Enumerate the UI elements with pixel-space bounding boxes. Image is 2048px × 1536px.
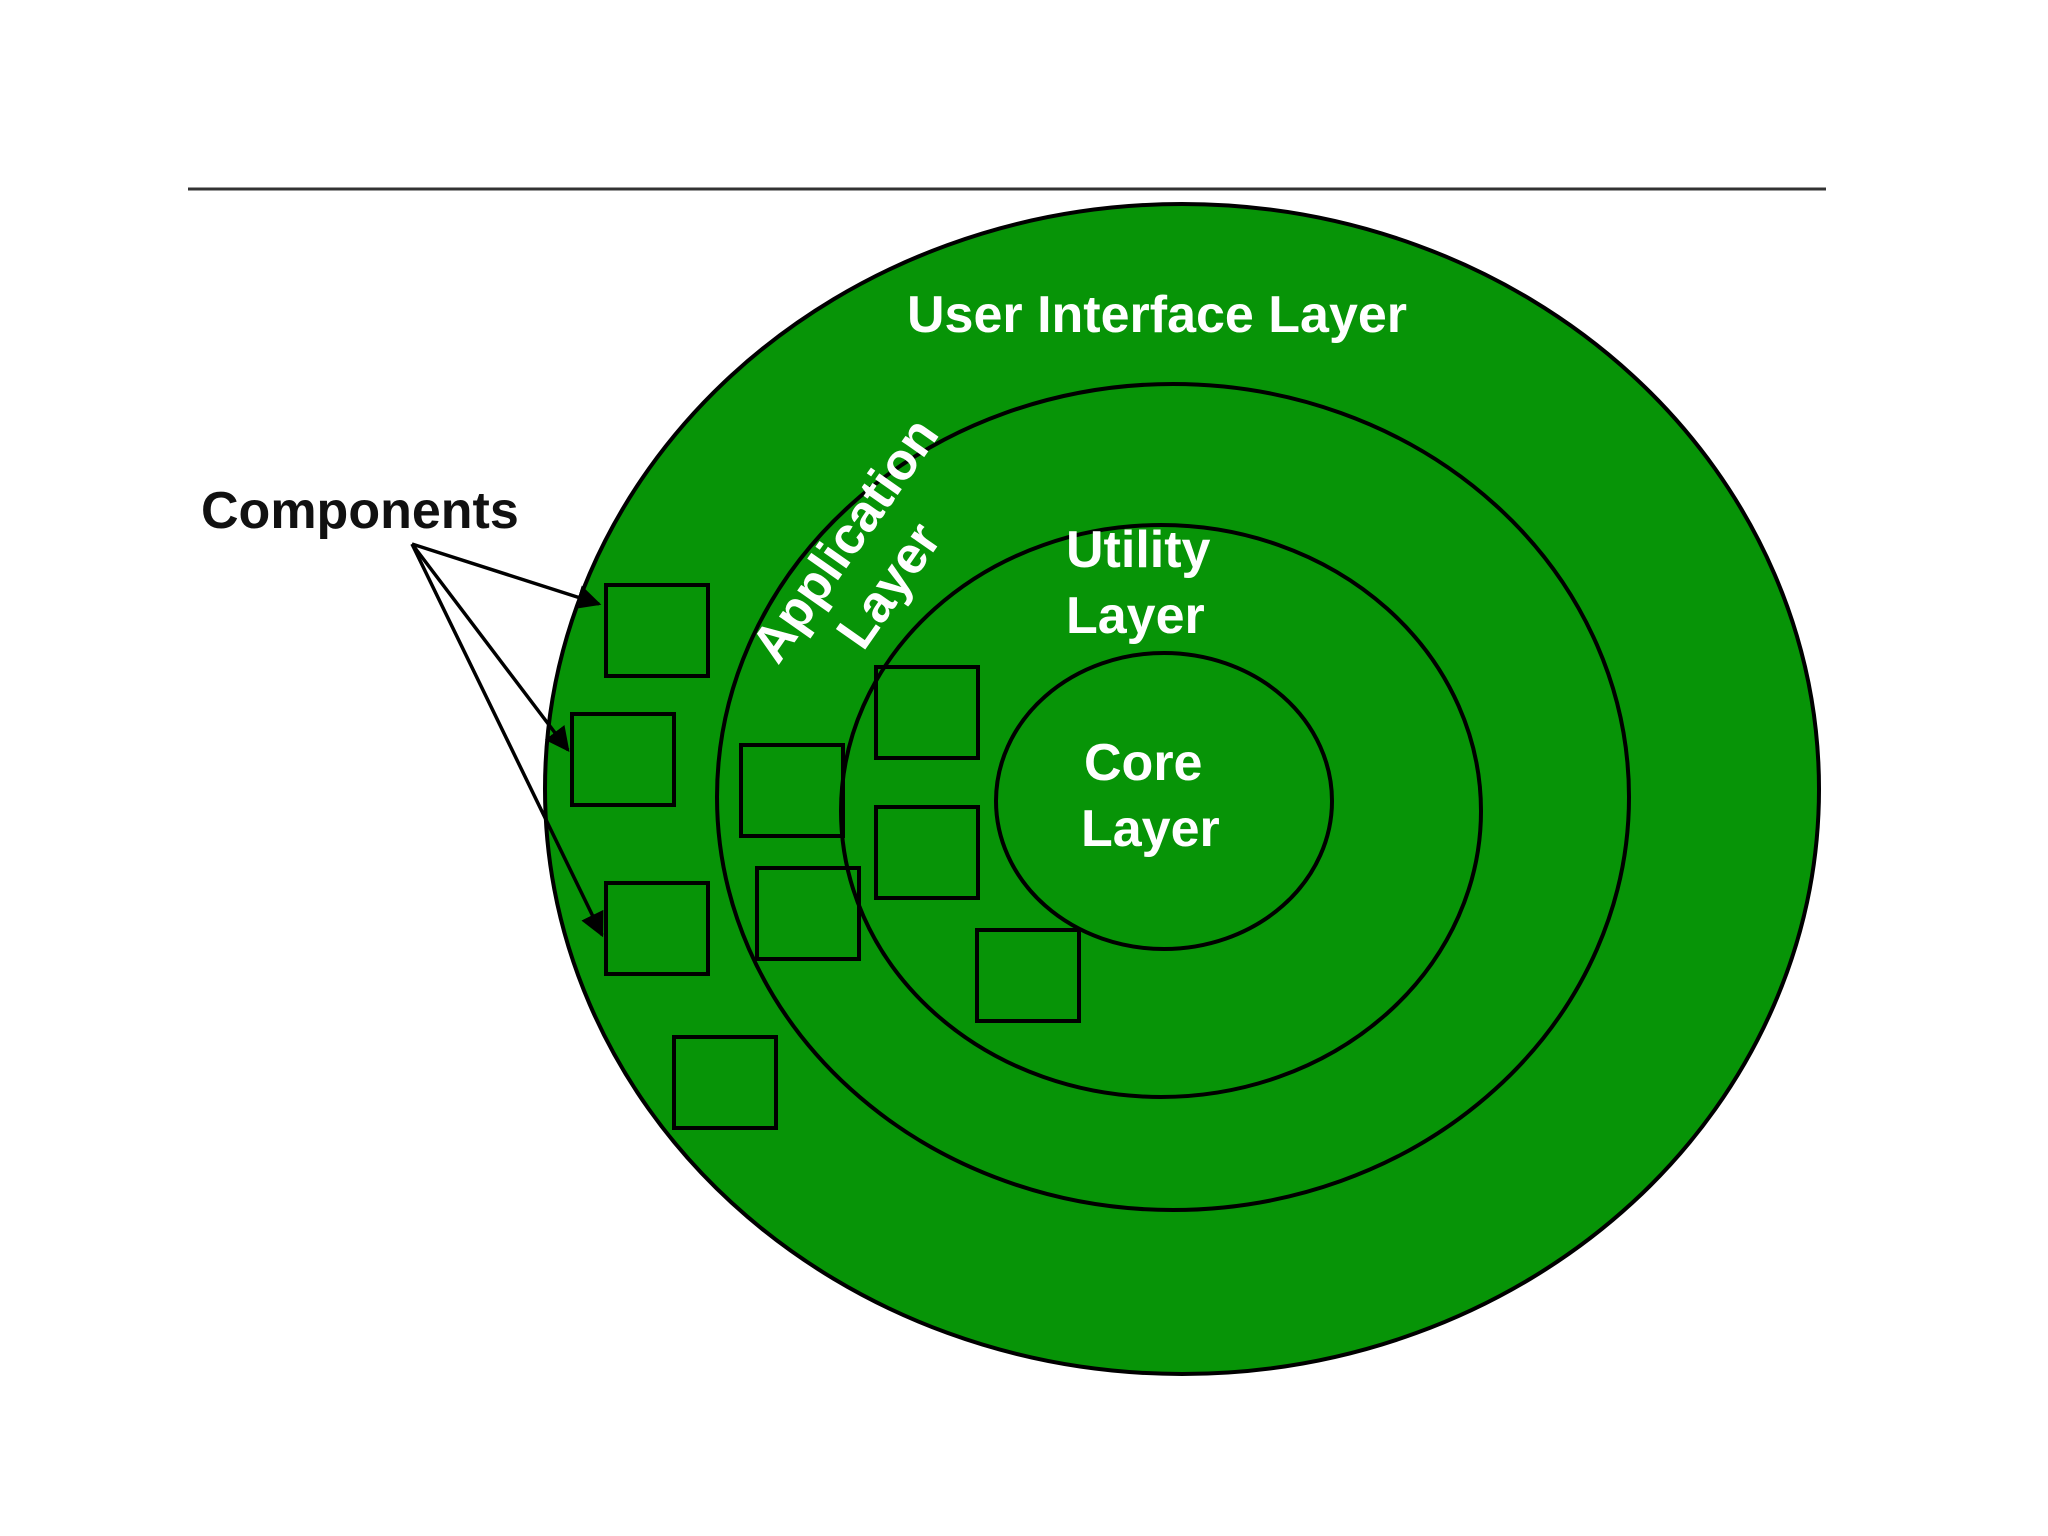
core-layer-label-line2: Layer <box>1081 800 1220 858</box>
component-box <box>874 805 980 900</box>
component-box <box>604 881 710 976</box>
user-interface-layer-label: User Interface Layer <box>907 286 1407 344</box>
utility-layer-label-line1: Utility <box>1066 521 1211 579</box>
components-callout-label: Components <box>201 482 519 540</box>
core-layer-ring <box>994 651 1334 951</box>
components-arrow-1 <box>411 542 602 609</box>
component-box <box>604 583 710 678</box>
core-layer-label-line1: Core <box>1084 734 1202 792</box>
component-box <box>755 866 861 961</box>
component-box <box>874 665 980 760</box>
components-arrow-2 <box>410 542 570 752</box>
component-box <box>672 1035 778 1130</box>
components-arrow-3 <box>410 543 604 938</box>
utility-layer-label-line2: Layer <box>1066 587 1205 645</box>
component-box <box>739 743 845 838</box>
component-box <box>975 928 1081 1023</box>
component-box <box>570 712 676 807</box>
